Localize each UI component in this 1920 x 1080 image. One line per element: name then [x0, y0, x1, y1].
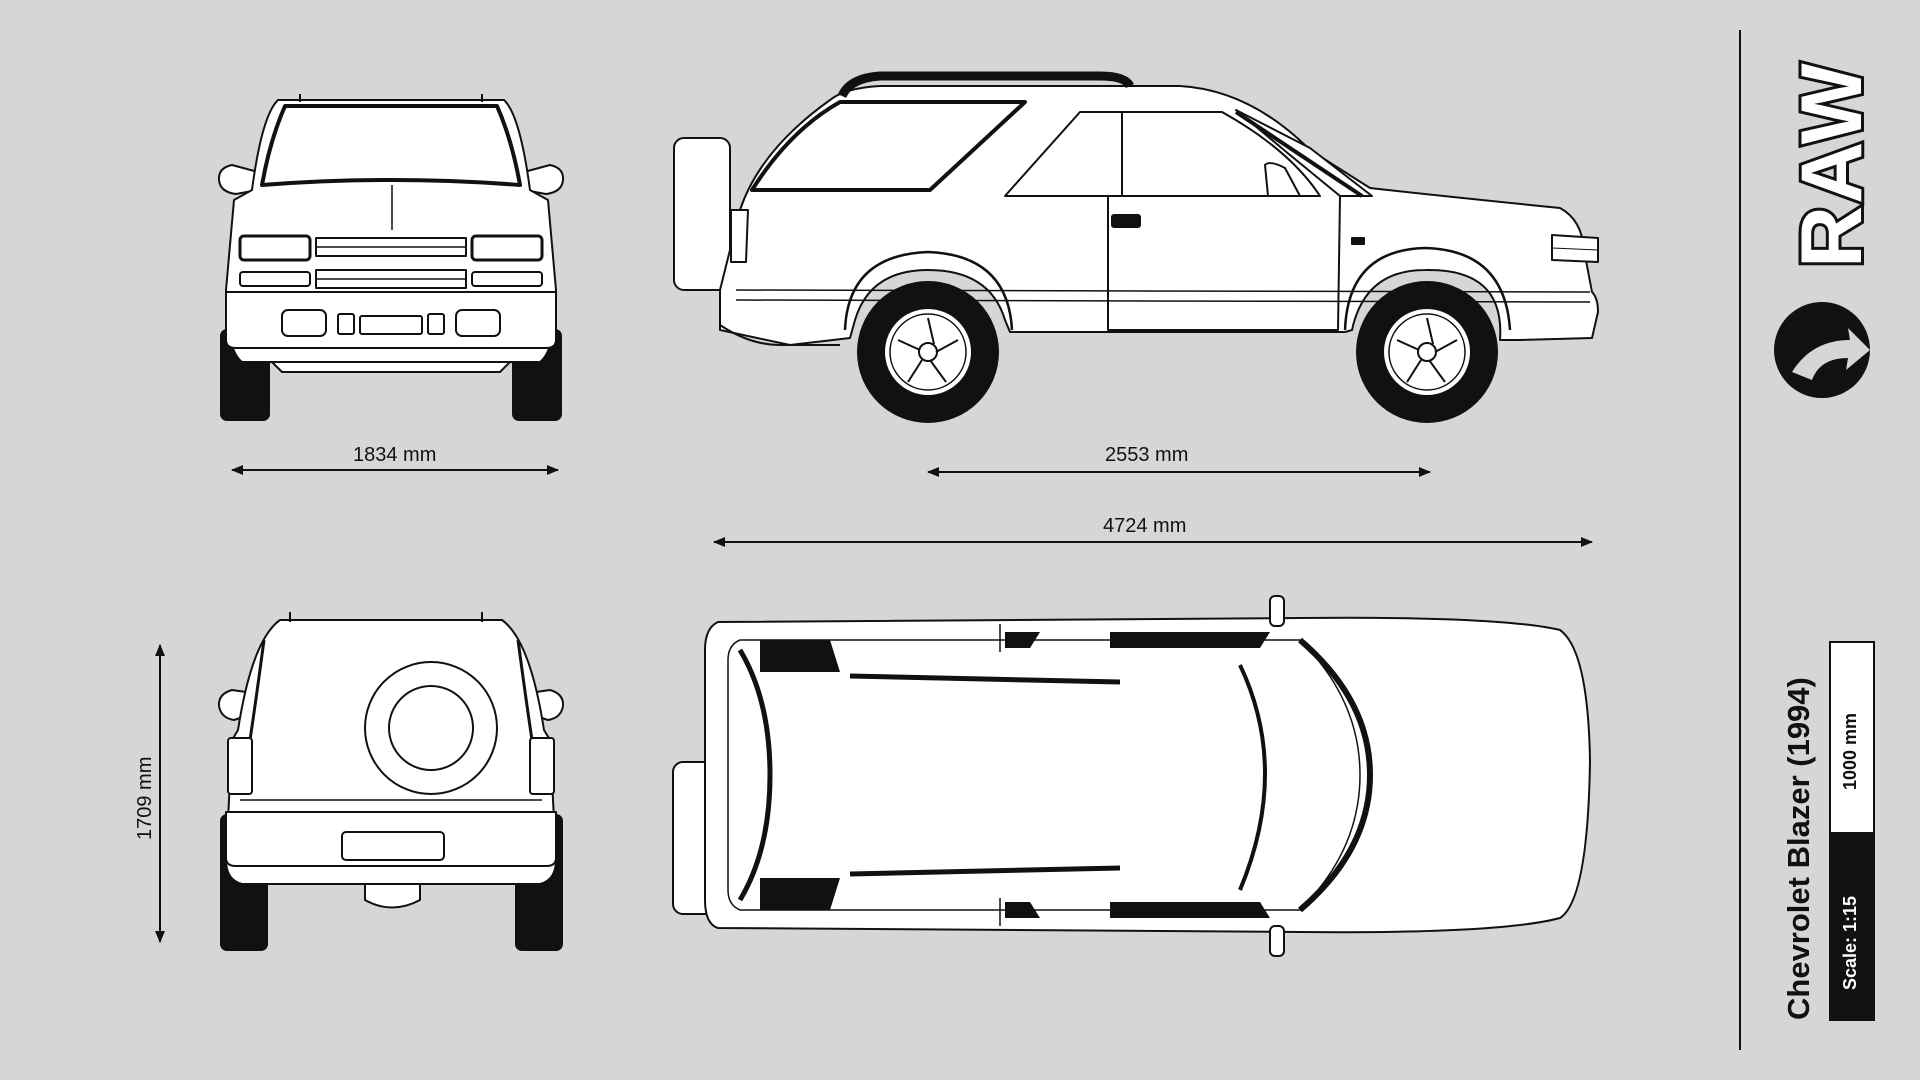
roof-rack	[837, 71, 1135, 99]
top-windshield	[1298, 637, 1373, 913]
rear-right-taillight	[529, 737, 555, 795]
top-right-mirror	[1269, 925, 1285, 957]
height-dimension-label: 1709 mm	[134, 756, 156, 840]
drawing-title: Chevrolet Blazer (1994)	[1781, 677, 1816, 1020]
front-windshield	[260, 104, 522, 187]
side-view	[673, 71, 1599, 423]
side-spare-tire	[673, 137, 731, 291]
license-plate-area	[341, 831, 445, 861]
rear-view	[217, 612, 565, 951]
length-dimension-label: 4724 mm	[1103, 515, 1187, 537]
top-roof	[727, 639, 1361, 911]
scale-label: Scale: 1:15	[1840, 895, 1860, 990]
width-dimension-label: 1834 mm	[353, 444, 437, 466]
top-view	[672, 595, 1591, 957]
front-view	[217, 94, 565, 421]
raw-logo-mark	[1774, 302, 1870, 398]
raw-logo-text: RAW	[1781, 58, 1883, 271]
top-left-mirror	[1269, 595, 1285, 627]
front-right-headlight	[470, 234, 544, 262]
rear-spare-tire	[364, 661, 498, 795]
side-door	[1107, 195, 1341, 331]
wheelbase-dimension-label: 2553 mm	[1105, 444, 1189, 466]
door-handle	[1111, 214, 1141, 228]
rear-left-taillight	[227, 737, 253, 795]
scale-bar	[1829, 641, 1875, 1021]
side-front-wheel	[1356, 281, 1498, 423]
rear-quarter-window	[750, 100, 1027, 192]
front-right-mirror	[523, 164, 565, 195]
side-rear-wheel	[857, 281, 999, 423]
front-left-headlight	[238, 234, 312, 262]
scale-bar-label: 1000 mm	[1840, 712, 1860, 790]
front-left-mirror	[217, 164, 259, 195]
